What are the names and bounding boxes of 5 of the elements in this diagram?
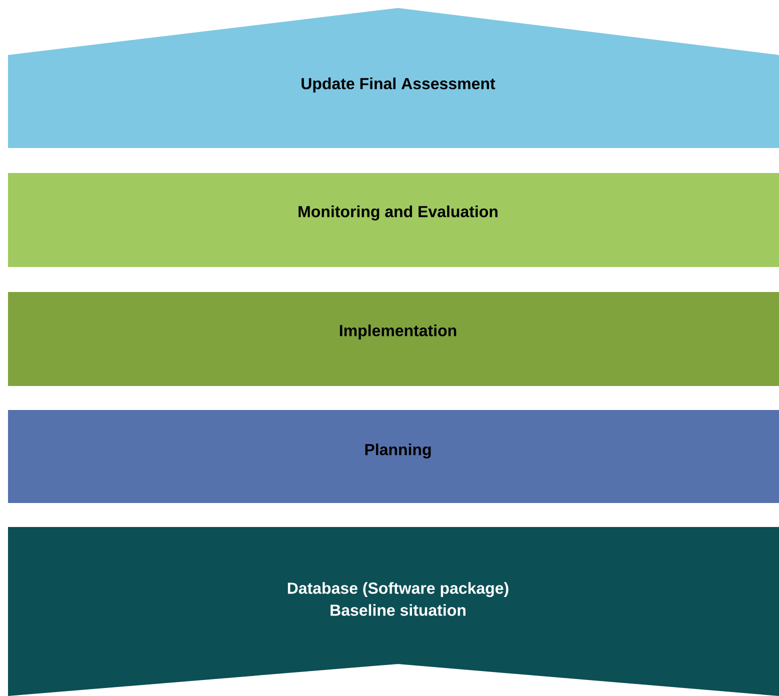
band: Monitoring and Evaluation (8, 173, 779, 267)
band: Planning (8, 410, 779, 503)
band: Update Final Assessment (8, 8, 779, 148)
band: Implementation (8, 292, 779, 386)
band: Database (Software package) Baseline situation (8, 527, 779, 696)
